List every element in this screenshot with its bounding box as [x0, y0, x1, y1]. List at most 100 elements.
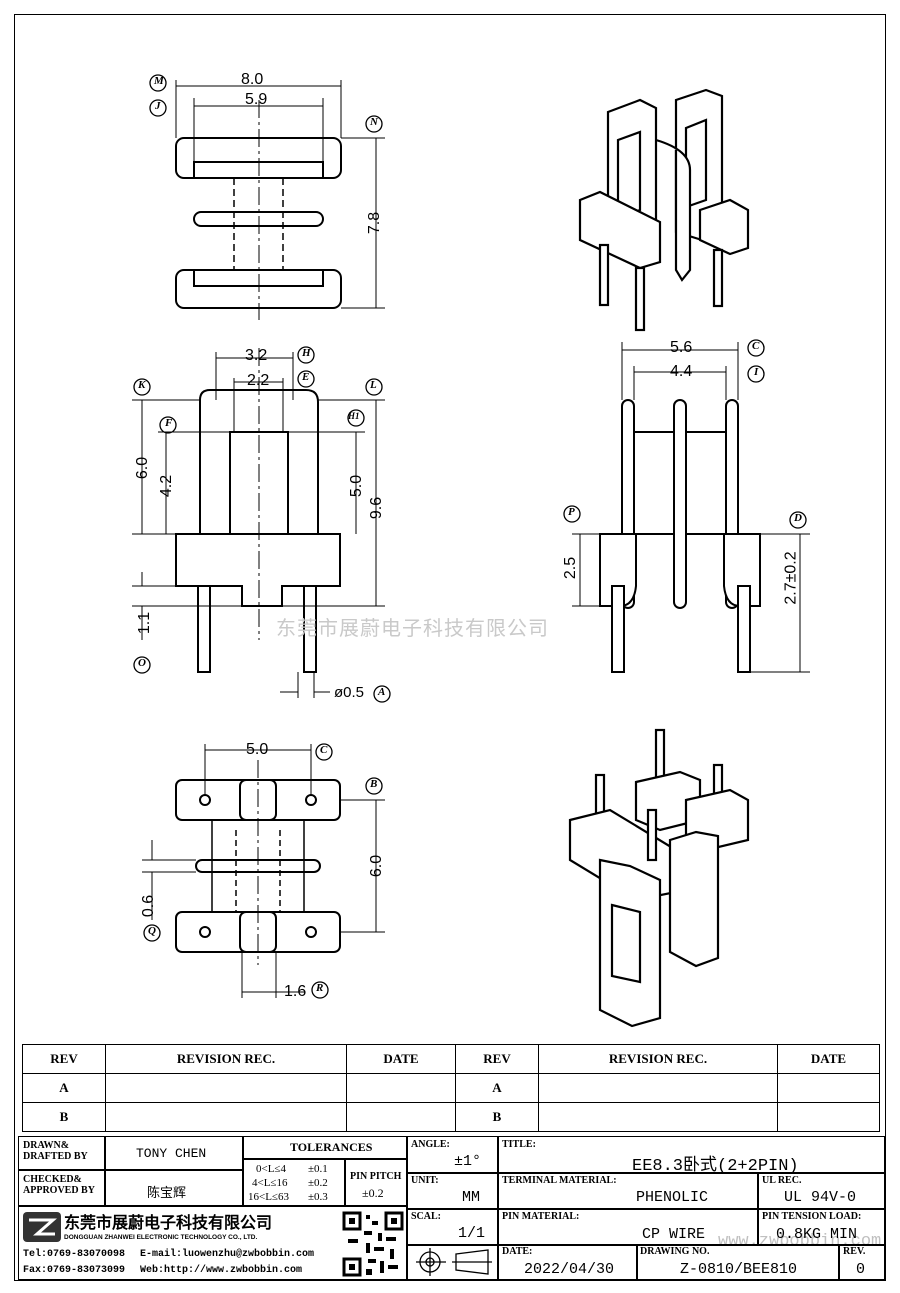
date-cell [346, 1073, 456, 1103]
revision-rec-header-2: REVISION REC. [538, 1044, 778, 1074]
pin-tension-label: PIN TENSION LOAD: [762, 1211, 862, 1222]
dim-2-7: 2.7±0.2 [782, 551, 800, 605]
marker-O: O [138, 657, 146, 669]
marker-M: M [154, 75, 164, 87]
rev-value: 0 [856, 1261, 866, 1278]
tol-value-1: ±0.1 [308, 1163, 328, 1175]
unit-label: UNIT: [411, 1175, 439, 1186]
sheet-border [14, 14, 886, 1281]
iso-view-top [578, 88, 750, 332]
angle-value: ±1° [454, 1153, 482, 1170]
revision-cell [105, 1102, 347, 1132]
marker-R: R [316, 982, 324, 994]
company-email: E-mail:luowenzhu@zwbobbin.com [140, 1249, 315, 1260]
company-tel: Tel:0769-83070098 [23, 1249, 126, 1260]
rev-cell: A [455, 1073, 539, 1103]
iso-view-bottom [568, 728, 750, 1028]
projection-symbol-icon [416, 1248, 492, 1276]
bottom-view [142, 744, 385, 998]
table-row: A A [22, 1073, 880, 1103]
tol-range-2: 4<L≤16 [252, 1177, 288, 1189]
marker-Q: Q [148, 925, 156, 937]
tol-value-3: ±0.3 [308, 1191, 328, 1203]
date-value: 2022/04/30 [524, 1261, 615, 1278]
pin-material-label: PIN MATERIAL: [502, 1211, 580, 1222]
drawing-no-value: Z-0810/BEE810 [680, 1261, 798, 1278]
checked-label: CHECKED& APPROVED BY [23, 1174, 95, 1196]
drawn-label: DRAWN& DRAFTED BY [23, 1140, 88, 1162]
unit-value: MM [462, 1189, 481, 1206]
date-cell [777, 1073, 880, 1103]
drawing-no-label: DRAWING NO. [640, 1246, 710, 1257]
angle-label: ANGLE: [411, 1139, 450, 1150]
scale-value: 1/1 [458, 1225, 486, 1242]
terminal-material-label: TERMINAL MATERIAL: [502, 1175, 617, 1186]
dim-pin-diameter: ø0.5 [334, 684, 365, 701]
marker-J: J [155, 100, 161, 112]
side-view [572, 342, 810, 673]
tol-value-2: ±0.2 [308, 1177, 328, 1189]
qr-code-icon [342, 1211, 404, 1277]
dim-6-0-bottom: 6.0 [368, 854, 386, 878]
rev-header: REV [22, 1044, 106, 1074]
marker-L: L [370, 379, 377, 391]
date-header: DATE [346, 1044, 456, 1074]
date-label: DATE: [502, 1246, 533, 1257]
marker-B: B [370, 778, 378, 790]
company-fax: Fax:0769-83073099 [23, 1265, 126, 1276]
dim-5-6: 5.6 [670, 339, 693, 356]
top-view [175, 80, 385, 320]
date-cell [346, 1102, 456, 1132]
pin-pitch-value: ±0.2 [362, 1186, 384, 1200]
rev-header-2: REV [455, 1044, 539, 1074]
rev-cell: B [22, 1102, 106, 1132]
tol-range-3: 16<L≤63 [248, 1191, 289, 1203]
table-row: B B [22, 1102, 880, 1132]
scale-label: SCAL: [411, 1211, 442, 1222]
company-name-cn: 东莞市展蔚电子科技有限公司 [64, 1213, 273, 1232]
marker-C-bottom: C [320, 744, 328, 756]
marker-D: D [794, 512, 802, 524]
dim-5-9: 5.9 [245, 91, 268, 108]
revision-cell [538, 1073, 778, 1103]
marker-P: P [568, 506, 575, 518]
checked-value: 陈宝辉 [147, 1186, 187, 1201]
marker-E: E [302, 371, 310, 383]
date-header-2: DATE [777, 1044, 880, 1074]
revision-table: REV REVISION REC. DATE REV REVISION REC.… [22, 1044, 880, 1132]
dim-9-6: 9.6 [368, 496, 386, 520]
dim-8-0: 8.0 [241, 71, 264, 88]
ul-rec-value: UL 94V-0 [784, 1189, 857, 1206]
dim-1-6: 1.6 [284, 983, 307, 1000]
marker-C-side: C [752, 340, 760, 352]
rev-cell: B [455, 1102, 539, 1132]
watermark: 东莞市展蔚电子科技有限公司 [276, 618, 549, 640]
revision-cell [105, 1073, 347, 1103]
dim-4-4: 4.4 [670, 363, 693, 380]
dim-pitch-5-0: 5.0 [246, 741, 269, 758]
company-web: Web:http://www.zwbobbin.com [140, 1265, 303, 1276]
tol-range-1: 0<L≤4 [256, 1163, 286, 1175]
title-value: EE8.3卧式(2+2PIN) [632, 1157, 799, 1176]
tolerances-label: TOLERANCES [290, 1140, 373, 1154]
revision-rec-header: REVISION REC. [105, 1044, 347, 1074]
marker-H: H [302, 347, 311, 359]
dim-1-1: 1.1 [136, 611, 154, 635]
dim-6-0: 6.0 [134, 456, 152, 480]
dim-4-2: 4.2 [158, 474, 176, 498]
dim-3-2: 3.2 [245, 347, 268, 364]
revision-cell [538, 1102, 778, 1132]
dim-2-5: 2.5 [562, 556, 580, 580]
marker-H1: H1 [348, 411, 360, 421]
marker-K: K [138, 379, 146, 391]
company-logo-icon [23, 1212, 61, 1242]
marker-A: A [378, 686, 386, 698]
ul-rec-label: UL REC. [762, 1175, 802, 1186]
date-cell [777, 1102, 880, 1132]
rev-label: REV. [843, 1246, 866, 1257]
company-name-en: DONGGUAN ZHANWEI ELECTRONIC TECHNOLOGY C… [64, 1234, 258, 1241]
rev-cell: A [22, 1073, 106, 1103]
pin-pitch-label: PIN PITCH [350, 1171, 402, 1182]
terminal-material-value: PHENOLIC [636, 1189, 709, 1206]
